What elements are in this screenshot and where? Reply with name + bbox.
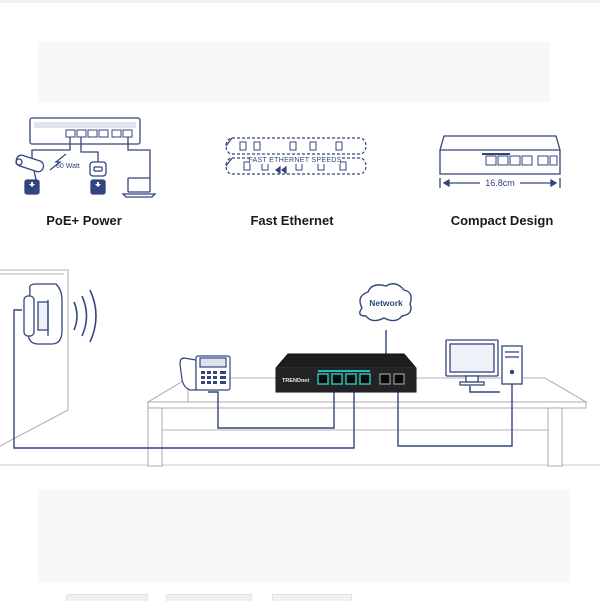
footer-tab (272, 594, 352, 601)
compact-width-label: 16.8cm (485, 178, 515, 188)
network-cloud-label: Network (369, 298, 403, 308)
feature-label-fast-ethernet: Fast Ethernet (250, 213, 334, 228)
ip-camera-icon (15, 154, 45, 181)
feature-label-poe-power: PoE+ Power (46, 213, 122, 228)
network-cloud-icon (359, 283, 412, 322)
compact-design-icon (439, 135, 561, 188)
poe-watt-label: 60 Watt (56, 163, 80, 170)
wifi-signal-icon (73, 289, 97, 343)
top-background-band (38, 42, 550, 102)
desktop-tower-icon (501, 345, 523, 385)
top-divider (0, 0, 600, 3)
fast-ethernet-banner: FAST ETHERNET SPEEDS (248, 157, 341, 164)
poe-power-icon (15, 117, 157, 198)
switch-brand-label: TRENDnet (282, 378, 309, 384)
access-point-icon (89, 161, 107, 177)
bottom-background-band (38, 490, 570, 582)
wall (0, 269, 69, 447)
laptop-icon (121, 177, 157, 198)
wall-access-point-icon (23, 283, 63, 345)
desktop-monitor-icon (445, 339, 499, 386)
footer-tab (166, 594, 252, 601)
feature-label-compact-design: Compact Design (450, 213, 554, 228)
switch-ports (317, 370, 405, 385)
poe-switch-device: TRENDnet (275, 353, 417, 393)
footer-tab (66, 594, 148, 601)
ip-phone-icon (179, 355, 231, 391)
